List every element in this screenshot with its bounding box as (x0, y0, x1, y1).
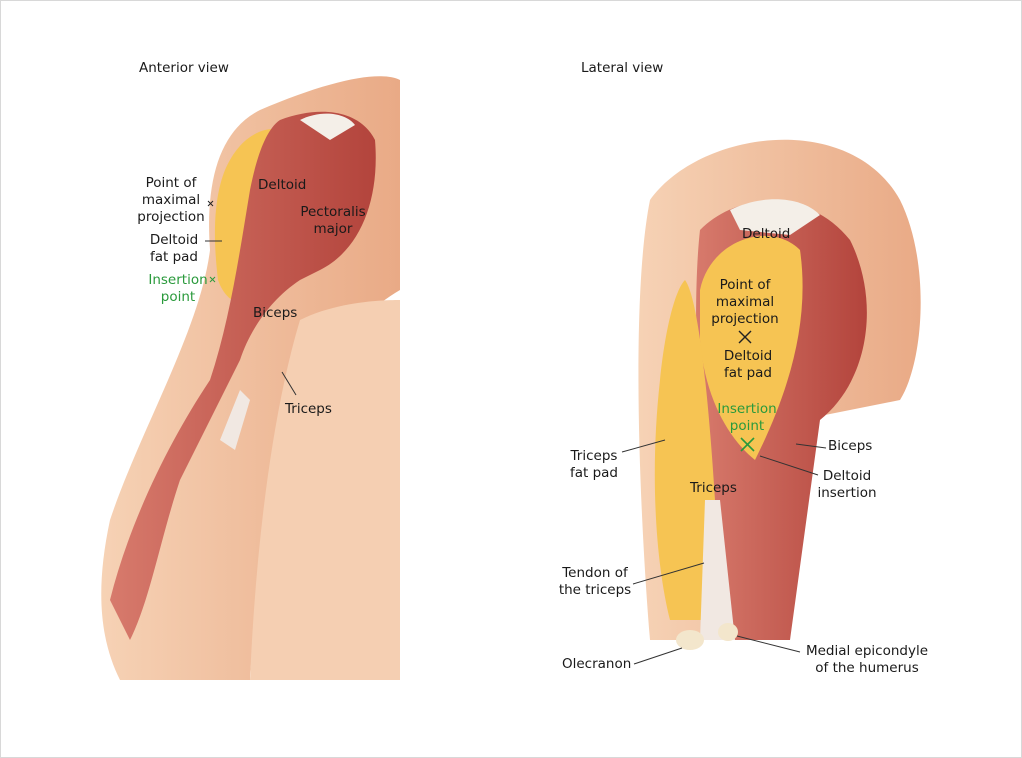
label-line: point (729, 418, 765, 434)
label-line: Deltoid (149, 232, 199, 248)
label-line: projection (711, 311, 779, 327)
label-line: insertion (817, 485, 877, 501)
lateral-arm (638, 139, 921, 650)
label-line: projection (137, 209, 205, 225)
label-line: Deltoid (822, 468, 872, 484)
label-line: Point of (145, 175, 197, 191)
marker-insertion-anterior (209, 276, 216, 283)
label-line: major (313, 221, 353, 237)
label-insertion-point-lateral: Insertion point (707, 401, 787, 435)
lateral-view-title: Lateral view (581, 60, 664, 76)
label-point-maximal-projection-lateral: Point of maximal projection (700, 277, 790, 328)
label-line: Insertion (717, 401, 777, 417)
label-triceps-anterior: Triceps (285, 401, 332, 417)
label-line: Medial epicondyle (805, 643, 929, 659)
label-biceps-anterior: Biceps (253, 305, 298, 321)
label-line: Tendon of (562, 565, 628, 581)
label-line: fat pad (149, 249, 199, 265)
label-line: of the humerus (815, 660, 919, 676)
marker-max-projection-anterior (207, 200, 214, 207)
label-biceps-lateral: Biceps (828, 438, 873, 454)
label-line: Insertion (148, 272, 208, 288)
label-line: fat pad (723, 365, 773, 381)
label-triceps-fat-pad: Triceps fat pad (564, 448, 624, 482)
label-medial-epicondyle: Medial epicondyle of the humerus (800, 643, 934, 677)
label-triceps-lateral: Triceps (690, 480, 737, 496)
label-point-maximal-projection-anterior: Point of maximal projection (134, 175, 208, 226)
leader-lines (205, 240, 827, 665)
label-line: fat pad (569, 465, 619, 481)
anterior-view-title: Anterior view (139, 60, 229, 76)
label-line: Pectoralis (300, 204, 366, 220)
label-line: point (160, 289, 196, 305)
triceps-fat-pad (654, 280, 715, 620)
label-olecranon: Olecranon (562, 656, 632, 672)
label-line: maximal (715, 294, 775, 310)
label-line: Point of (719, 277, 771, 293)
label-pectoralis-major: Pectoralis major (296, 204, 370, 238)
label-deltoid-fat-pad-lateral: Deltoid fat pad (710, 348, 786, 382)
lateral-deltoid-fat-pad (700, 235, 803, 460)
marker-insertion-lateral (740, 437, 755, 452)
label-line: Triceps (570, 448, 618, 464)
label-deltoid-anterior: Deltoid (258, 177, 307, 193)
label-line: the triceps (558, 582, 632, 598)
label-insertion-point-anterior: Insertion point (146, 272, 210, 306)
anterior-muscles (110, 111, 376, 640)
label-deltoid-insertion: Deltoid insertion (812, 468, 882, 502)
label-deltoid-lateral: Deltoid (742, 226, 791, 242)
anterior-arm (101, 76, 401, 680)
label-deltoid-fat-pad-anterior: Deltoid fat pad (146, 232, 202, 266)
label-line: maximal (141, 192, 201, 208)
label-tendon-of-triceps: Tendon of the triceps (554, 565, 636, 599)
label-line: Deltoid (723, 348, 773, 364)
marker-max-projection-lateral (738, 330, 752, 344)
